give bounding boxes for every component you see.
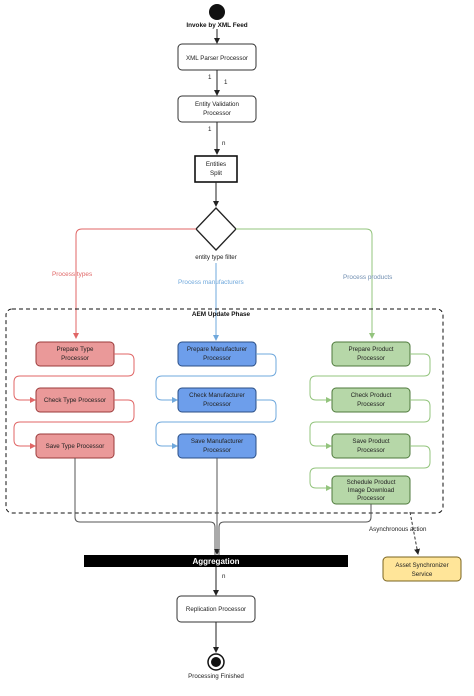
manufacturer-connector-1 [155, 353, 277, 403]
prepare-type-label-2: Processor [61, 355, 89, 362]
prepare-type-label-1: Prepare Type [56, 346, 94, 353]
xml-parser-label: XML Parser Processor [186, 55, 248, 62]
prepare-product-label-2: Processor [357, 355, 385, 362]
manufacturer-connector-2 [155, 399, 277, 449]
multiplicity-aggregation: n [222, 573, 226, 580]
check-product-label-2: Processor [357, 401, 385, 408]
type-connector-2 [13, 399, 135, 449]
start-node [209, 4, 225, 20]
branch-products-label: Process products [343, 274, 392, 281]
save-product-label-1: Save Product [352, 438, 389, 445]
asset-sync-label-2: Service [412, 571, 433, 578]
end-label: Processing Finished [188, 673, 244, 680]
product-connector-2 [309, 399, 431, 449]
multiplicity-parser-out: 1 [208, 74, 212, 81]
prepare-manufacturer-label-1: Prepare Manufacturer [187, 346, 247, 353]
product-connector-1 [309, 353, 431, 403]
branch-types-arrow [73, 228, 196, 339]
type-to-aggregation [74, 458, 216, 555]
entities-split-label-2: Split [210, 170, 222, 177]
entity-type-filter-decision [195, 207, 237, 251]
asset-sync-label-1: Asset Synchronizer [395, 562, 448, 569]
schedule-product-label-3: Processor [357, 495, 385, 502]
product-to-aggregation [218, 504, 372, 555]
entities-split-node [194, 155, 238, 183]
schedule-product-label-1: Schedule Product [347, 479, 396, 486]
branch-types-label: Process types [52, 271, 92, 278]
asset-synchronizer-service [382, 556, 462, 582]
async-connector [409, 511, 421, 555]
multiplicity-parser-in: 1 [224, 79, 228, 86]
phase-title: AEM Update Phase [192, 311, 251, 318]
aggregation-bar [84, 555, 348, 567]
save-product-label-2: Processor [357, 447, 385, 454]
schedule-product-label-2: Image Download [348, 487, 395, 494]
aggregation-label: Aggregation [192, 557, 239, 566]
entity-validation-processor [177, 95, 257, 123]
entities-split-label-1: Entities [206, 161, 226, 168]
branch-products-arrow [236, 228, 375, 339]
save-manufacturer-label-1: Save Manufacturer [191, 438, 243, 445]
type-connector-1 [13, 353, 135, 403]
replication-label: Replication Processor [186, 606, 246, 613]
aem-update-phase-region [5, 308, 444, 514]
check-type-label: Check Type Processor [44, 397, 106, 404]
branch-manufacturers-label: Process manufacturers [178, 279, 244, 286]
async-label: Asynchronous action [369, 526, 427, 533]
start-label: Invoke by XML Feed [186, 22, 247, 29]
multiplicity-validation-out: 1 [208, 126, 212, 133]
multiplicity-validation-in: n [222, 140, 226, 147]
prepare-manufacturer-label-2: Processor [203, 355, 231, 362]
save-type-label: Save Type Processor [46, 443, 105, 450]
prepare-product-label-1: Prepare Product [348, 346, 393, 353]
decision-label: entity type filter [195, 254, 237, 261]
check-manufacturer-label-2: Processor [203, 401, 231, 408]
save-manufacturer-label-2: Processor [203, 447, 231, 454]
check-manufacturer-label-1: Check Manufacturer [189, 392, 245, 399]
end-node-inner [211, 657, 221, 667]
check-product-label-1: Check Product [351, 392, 392, 399]
entity-validation-label-1: Entity Validation [195, 101, 239, 108]
entity-validation-label-2: Processor [203, 110, 231, 117]
product-connector-3 [309, 445, 431, 491]
